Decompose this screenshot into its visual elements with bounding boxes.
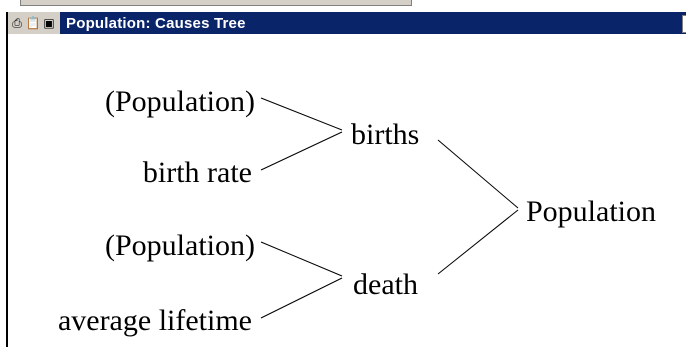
edge-averagelifetime-death — [260, 277, 343, 319]
edge-births-population — [437, 139, 519, 209]
cause-node: (Population) — [105, 229, 255, 262]
cause-node: (Population) — [105, 85, 255, 118]
root-node: Population — [526, 195, 656, 228]
title-bar[interactable]: ⎙ 📋 ▣ Population: Causes Tree — [8, 12, 686, 34]
clipboard-icon[interactable]: 📋 — [25, 16, 41, 30]
parent-window-edge — [20, 0, 412, 6]
causes-tree-window: ⎙ 📋 ▣ Population: Causes Tree — [6, 12, 686, 347]
cause-node: average lifetime — [58, 304, 252, 337]
print-icon[interactable]: ⎙ — [12, 16, 22, 30]
intermediate-node: death — [353, 268, 418, 301]
edge-population1-births — [260, 97, 343, 131]
edge-population2-death — [260, 241, 343, 277]
intermediate-node: births — [351, 118, 419, 151]
edge-death-population — [437, 209, 519, 275]
window-control[interactable] — [682, 15, 686, 33]
edge-birthrate-births — [260, 131, 343, 171]
window-title: Population: Causes Tree — [66, 14, 246, 32]
cause-node: birth rate — [143, 156, 252, 189]
title-bar-tools: ⎙ 📋 ▣ — [8, 12, 60, 34]
save-icon[interactable]: ▣ — [43, 16, 55, 30]
